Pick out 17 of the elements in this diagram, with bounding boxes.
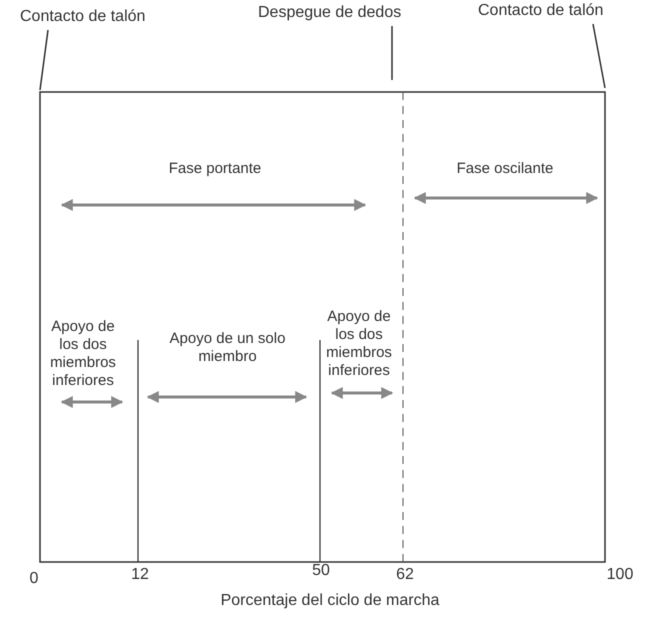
support-label: Apoyo de un solo miembro bbox=[168, 330, 286, 366]
leader-line bbox=[39, 30, 49, 90]
leader-line bbox=[592, 24, 606, 88]
phase-label: Fase oscilante bbox=[456, 160, 554, 178]
event-label: Despegue de dedos bbox=[258, 4, 402, 22]
tick-label: 12 bbox=[130, 566, 150, 584]
support-label: Apoyo de los dos miembros inferiores bbox=[325, 308, 393, 380]
tick-label: 62 bbox=[395, 566, 415, 584]
axis-title: Porcentaje del ciclo de marcha bbox=[220, 592, 440, 610]
phase-label: Fase portante bbox=[168, 160, 262, 178]
event-label: Contacto de talón bbox=[20, 8, 146, 26]
tick-label: 100 bbox=[606, 566, 634, 584]
support-label: Apoyo de los dos miembros inferiores bbox=[49, 318, 117, 390]
tick-label: 50 bbox=[311, 562, 331, 580]
leader-line bbox=[391, 26, 393, 80]
event-label: Contacto de talón bbox=[478, 2, 604, 20]
tick-label: 0 bbox=[28, 570, 40, 588]
